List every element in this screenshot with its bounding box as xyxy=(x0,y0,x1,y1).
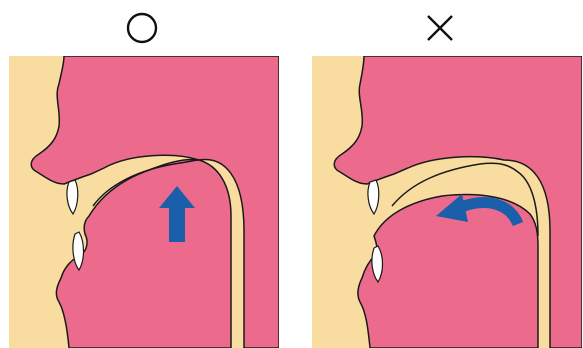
incorrect-mouth-cross-section xyxy=(312,56,582,348)
incorrect-diagram-panel xyxy=(312,56,582,348)
incorrect-cross-mark-icon xyxy=(410,8,470,48)
correct-circle-mark-icon xyxy=(112,8,172,48)
correct-mouth-cross-section xyxy=(9,56,279,348)
correct-diagram-panel xyxy=(9,56,279,348)
